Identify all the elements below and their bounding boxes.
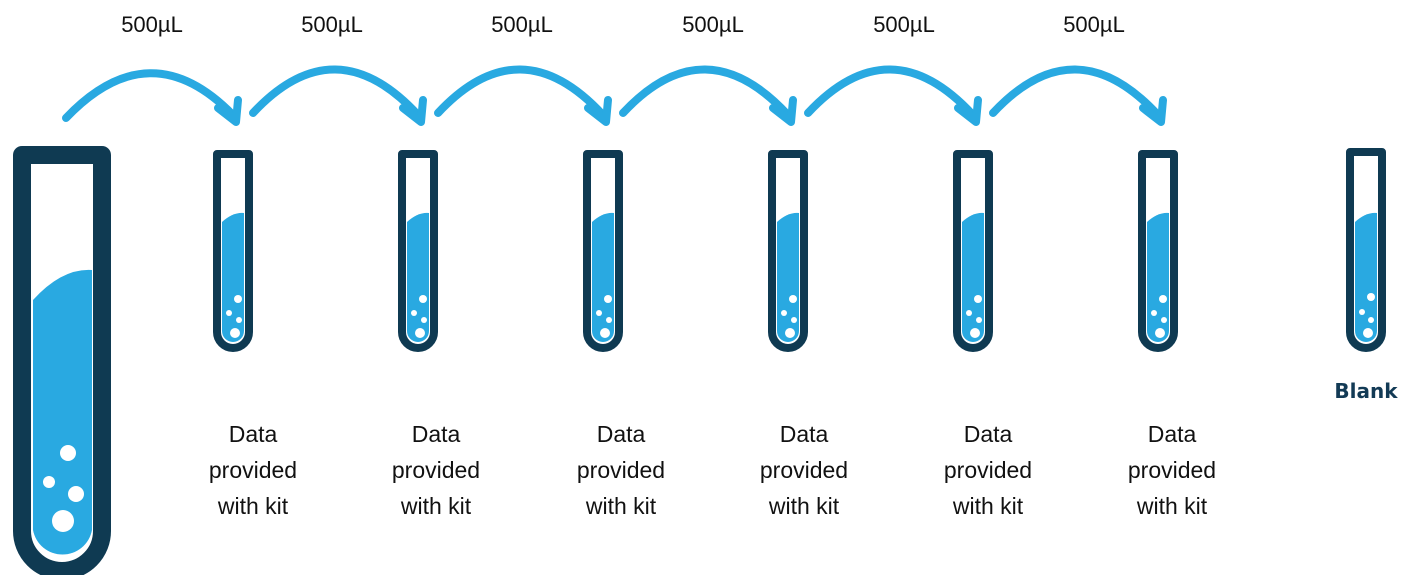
curved-arrow-icon [619,65,797,126]
transfer-volume-label: 500µL [873,12,935,37]
transfer-volume-label: 500µL [491,12,553,37]
dilution-tube-icon [1138,150,1178,352]
blank-tube-icon [1346,148,1386,352]
transfer-volume-label: 500µL [301,12,363,37]
blank-label: Blank [1334,379,1398,403]
dilution-tube-icon [953,150,993,352]
transfer-volume-label: 500µL [682,12,744,37]
curved-arrow-icon [804,65,982,126]
dilution-tube-icon [398,150,438,352]
transfer-volume-label: 500µL [1063,12,1125,37]
curved-arrow-icon [249,65,427,126]
dilution-tube-icon [213,150,253,352]
transfer-volume-label: 500µL [121,12,183,37]
curved-arrow-icon [62,69,242,126]
stock-tube-icon [13,146,111,580]
curved-arrow-icon [434,65,612,126]
dilution-tube-icon [768,150,808,352]
dilution-tube-icon [583,150,623,352]
curved-arrow-icon [989,65,1167,126]
